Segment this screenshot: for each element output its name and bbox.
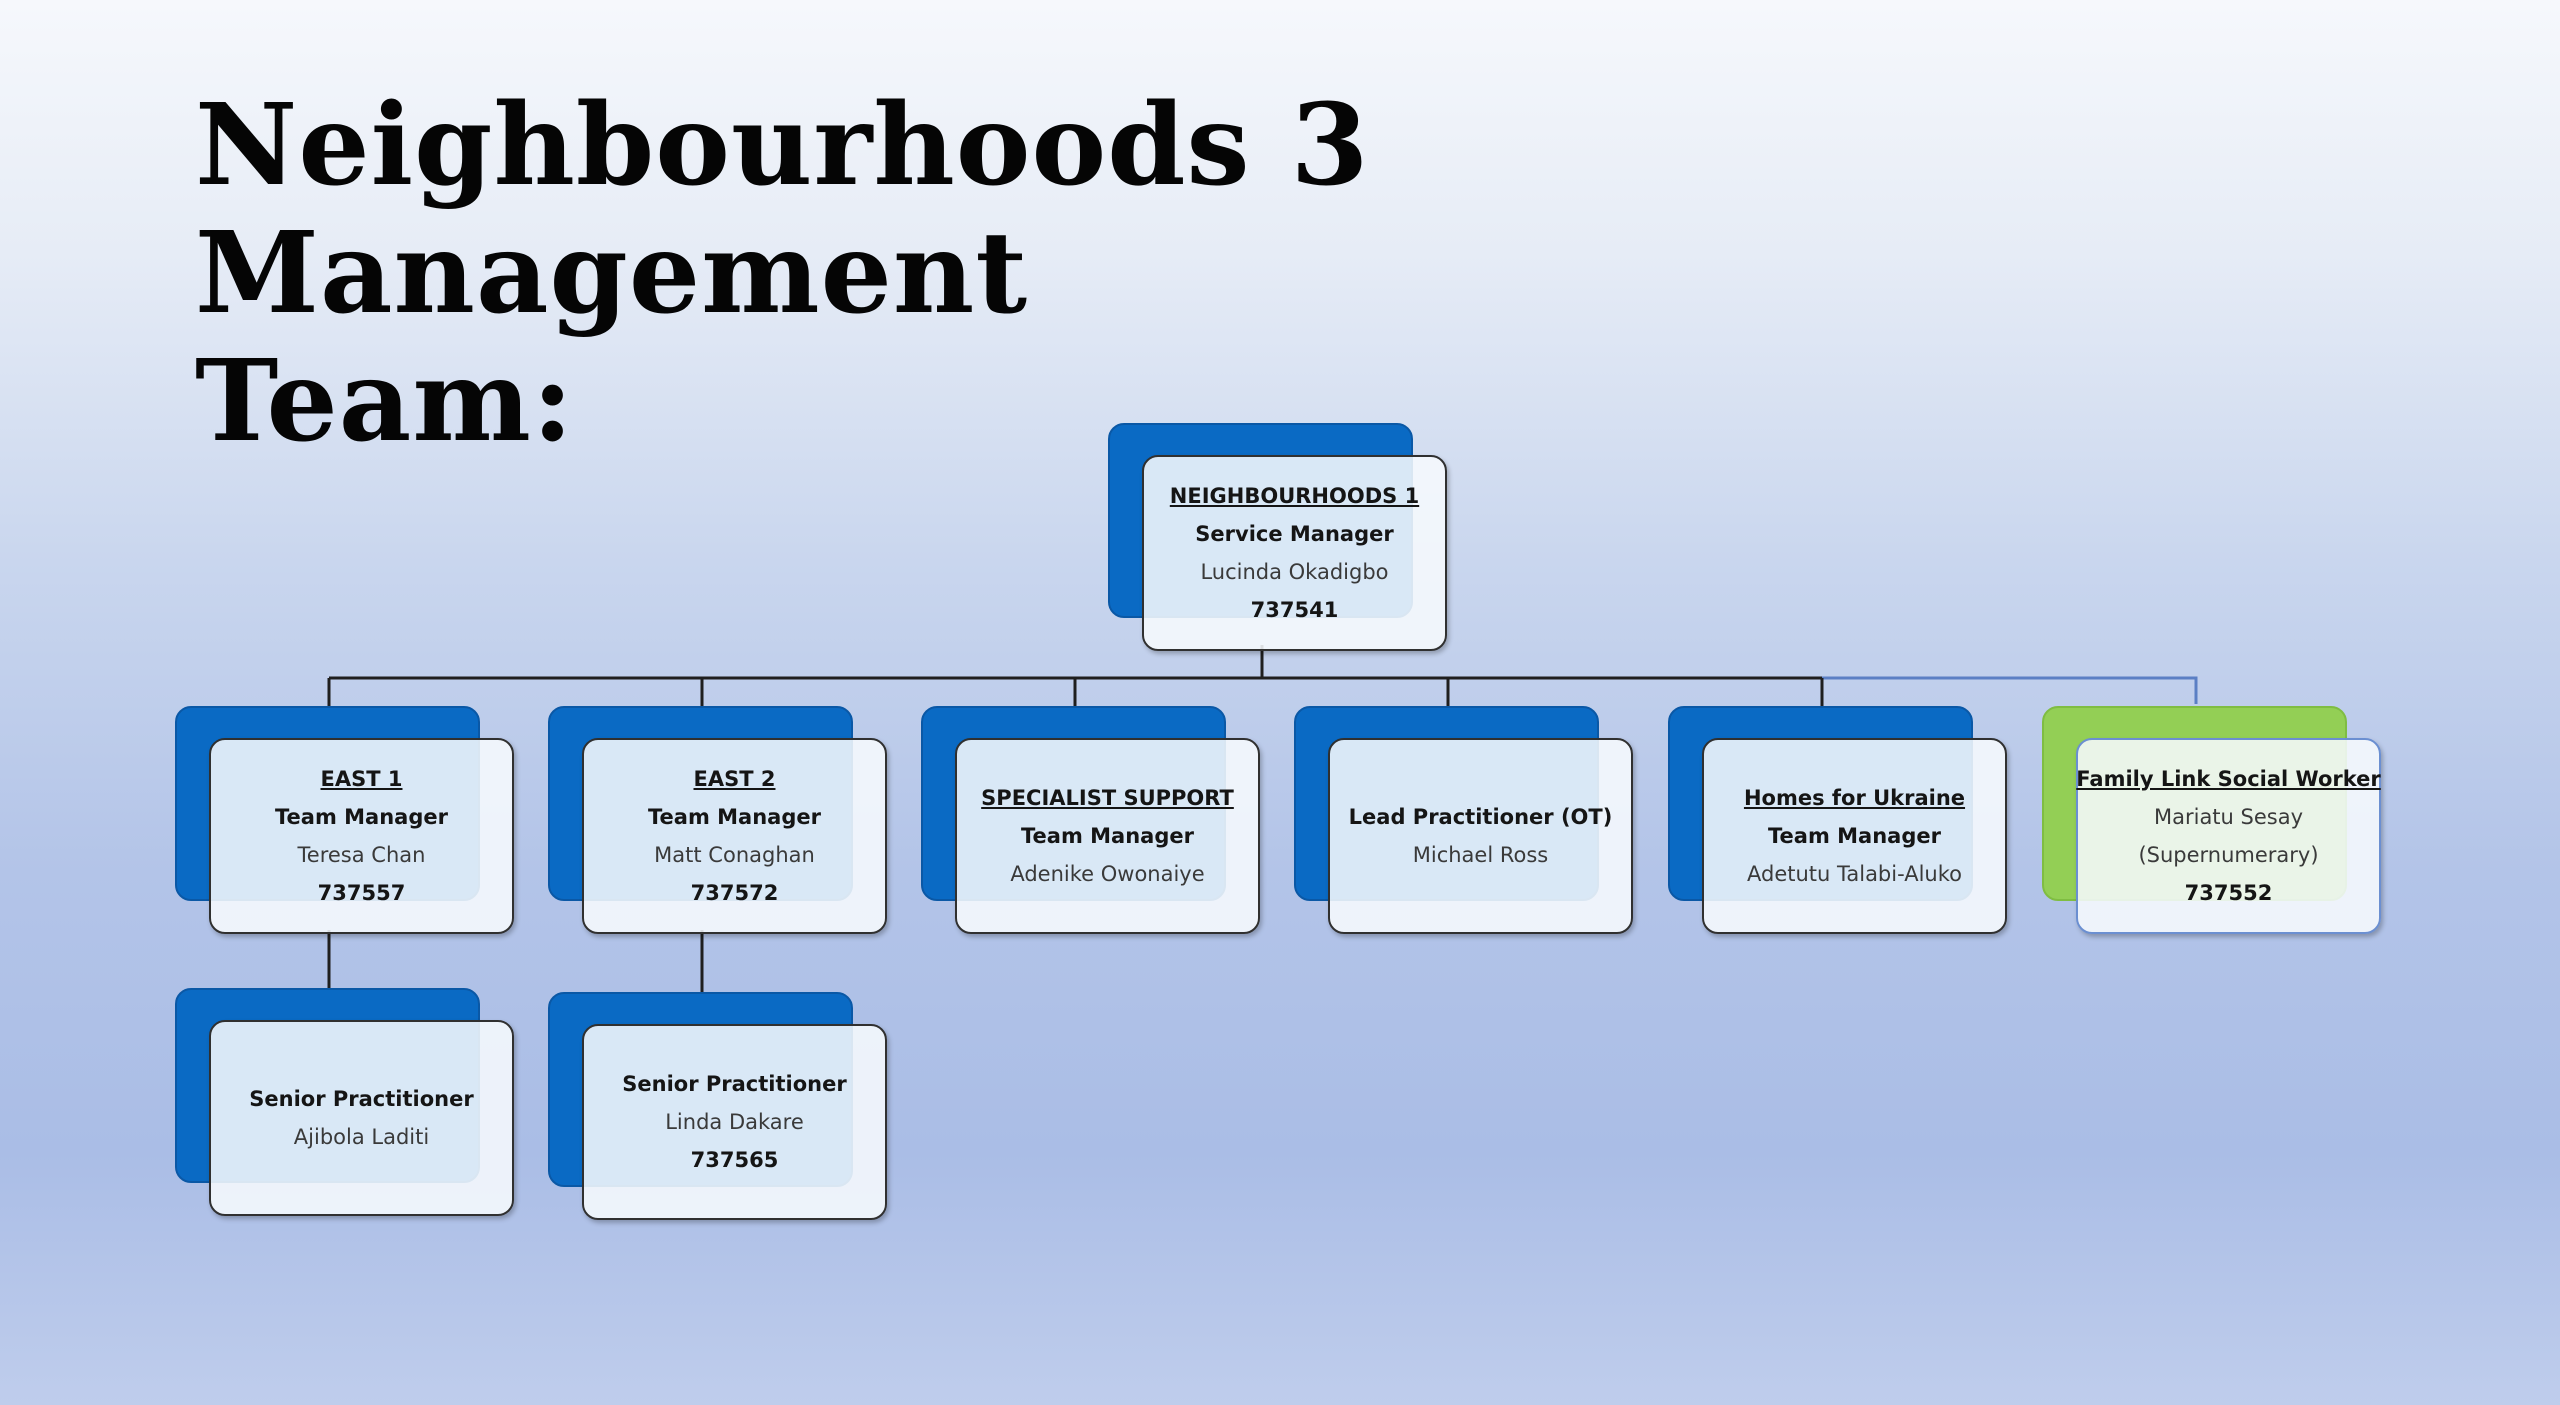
node-person: Matt Conaghan	[654, 843, 815, 867]
node-heading: SPECIALIST SUPPORT	[981, 786, 1234, 810]
node-person: Mariatu Sesay	[2153, 805, 2304, 829]
node-card: Senior Practitioner Linda Dakare 737565	[582, 1024, 887, 1220]
node-person: Lucinda Okadigbo	[1200, 560, 1389, 584]
node-east-1: EAST 1 Team Manager Teresa Chan 737557	[175, 706, 517, 934]
node-person: Teresa Chan	[297, 843, 426, 867]
node-card: NEIGHBOURHOODS 1 Service Manager Lucinda…	[1142, 455, 1447, 651]
connector-highlight-bar	[1822, 676, 2198, 704]
node-card: EAST 2 Team Manager Matt Conaghan 737572	[582, 738, 887, 934]
node-number: 737541	[1250, 598, 1339, 622]
node-card: Lead Practitioner (OT) Michael Ross	[1328, 738, 1633, 934]
title-line-2: Team:	[195, 336, 575, 467]
node-east-1-senior-practitioner: Senior Practitioner Ajibola Laditi	[175, 988, 517, 1216]
node-role: Senior Practitioner	[249, 1087, 474, 1111]
node-person: Michael Ross	[1412, 843, 1549, 867]
node-heading: EAST 1	[320, 767, 403, 791]
node-person: Adenike Owonaiye	[1010, 862, 1205, 886]
node-number: 737557	[317, 881, 406, 905]
node-role: Team Manager	[1021, 824, 1194, 848]
node-service-manager: NEIGHBOURHOODS 1 Service Manager Lucinda…	[1108, 423, 1450, 651]
slide-title: Neighbourhoods 3 Management Team:	[195, 82, 2195, 466]
node-heading: EAST 2	[693, 767, 776, 791]
node-east-2-senior-practitioner: Senior Practitioner Linda Dakare 737565	[548, 992, 890, 1220]
node-heading: Homes for Ukraine	[1743, 786, 1966, 810]
node-note: (Supernumerary)	[2138, 843, 2319, 867]
node-lead-practitioner-ot: Lead Practitioner (OT) Michael Ross	[1294, 706, 1636, 934]
node-card: EAST 1 Team Manager Teresa Chan 737557	[209, 738, 514, 934]
node-east-2: EAST 2 Team Manager Matt Conaghan 737572	[548, 706, 890, 934]
node-role: Team Manager	[648, 805, 821, 829]
node-specialist-support: SPECIALIST SUPPORT Team Manager Adenike …	[921, 706, 1263, 934]
node-number: 737565	[690, 1148, 779, 1172]
node-card: Homes for Ukraine Team Manager Adetutu T…	[1702, 738, 2007, 934]
node-card: Family Link Social Worker Mariatu Sesay …	[2076, 738, 2381, 934]
title-line-1: Neighbourhoods 3 Management	[195, 80, 1370, 339]
node-number: 737572	[690, 881, 779, 905]
node-person: Adetutu Talabi-Aluko	[1747, 862, 1962, 886]
node-heading: NEIGHBOURHOODS 1	[1169, 484, 1420, 508]
node-homes-for-ukraine: Homes for Ukraine Team Manager Adetutu T…	[1668, 706, 2010, 934]
node-role: Lead Practitioner (OT)	[1348, 805, 1613, 829]
node-card: SPECIALIST SUPPORT Team Manager Adenike …	[955, 738, 1260, 934]
node-family-link-social-worker: Family Link Social Worker Mariatu Sesay …	[2042, 706, 2384, 934]
node-card: Senior Practitioner Ajibola Laditi	[209, 1020, 514, 1216]
node-number: 737552	[2184, 881, 2273, 905]
node-person: Ajibola Laditi	[293, 1125, 430, 1149]
node-person: Linda Dakare	[665, 1110, 804, 1134]
node-heading: Family Link Social Worker	[2076, 767, 2381, 791]
node-role: Team Manager	[1768, 824, 1941, 848]
node-role: Senior Practitioner	[622, 1072, 847, 1096]
node-role: Service Manager	[1195, 522, 1394, 546]
node-role: Team Manager	[275, 805, 448, 829]
